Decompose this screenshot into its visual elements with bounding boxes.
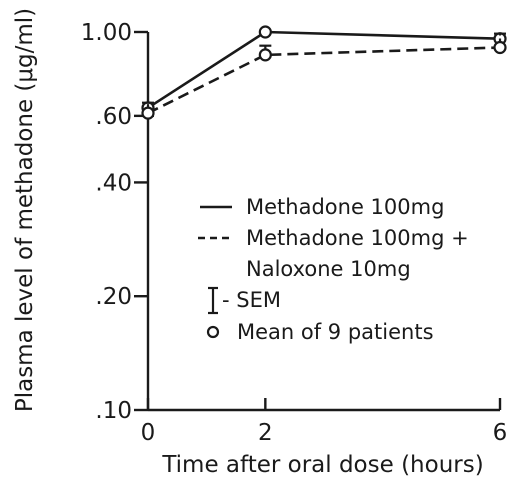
legend: Methadone 100mg Methadone 100mg + Naloxo… bbox=[198, 195, 469, 344]
series-methadone bbox=[141, 25, 507, 117]
x-tick-label: 6 bbox=[493, 420, 508, 446]
series-line bbox=[147, 46, 501, 115]
y-tick-label: .20 bbox=[95, 284, 132, 310]
y-tick-label: .10 bbox=[95, 398, 132, 424]
legend-sem-label: - SEM bbox=[222, 288, 281, 312]
y-axis-label: Plasma level of methadone (μg/ml) bbox=[12, 8, 38, 412]
legend-dashed-label-line1: Methadone 100mg + bbox=[246, 226, 469, 250]
y-tick-label: .40 bbox=[95, 170, 132, 196]
y-tick-group: .10 .20 .40 .60 1.00 bbox=[81, 20, 148, 424]
legend-solid-label: Methadone 100mg bbox=[246, 195, 444, 219]
series-methadone-naloxone bbox=[141, 32, 507, 120]
legend-mean-marker bbox=[206, 325, 220, 339]
x-tick-label: 2 bbox=[258, 420, 273, 446]
series-layer bbox=[141, 25, 507, 120]
x-axis-label: Time after oral dose (hours) bbox=[161, 452, 483, 478]
data-point bbox=[493, 40, 507, 55]
legend-dashed-label-line2: Naloxone 10mg bbox=[246, 257, 411, 281]
x-tick-group: 0 2 6 bbox=[141, 398, 508, 446]
data-point bbox=[141, 106, 155, 120]
series-line bbox=[147, 30, 501, 109]
chart-axes bbox=[146, 32, 500, 412]
data-point bbox=[258, 25, 272, 39]
y-tick-label: 1.00 bbox=[81, 20, 132, 46]
x-tick-label: 0 bbox=[141, 420, 156, 446]
legend-mean-label: Mean of 9 patients bbox=[237, 320, 434, 344]
data-point bbox=[258, 48, 272, 62]
y-tick-label: .60 bbox=[95, 104, 132, 130]
legend-sem-icon bbox=[208, 286, 218, 315]
